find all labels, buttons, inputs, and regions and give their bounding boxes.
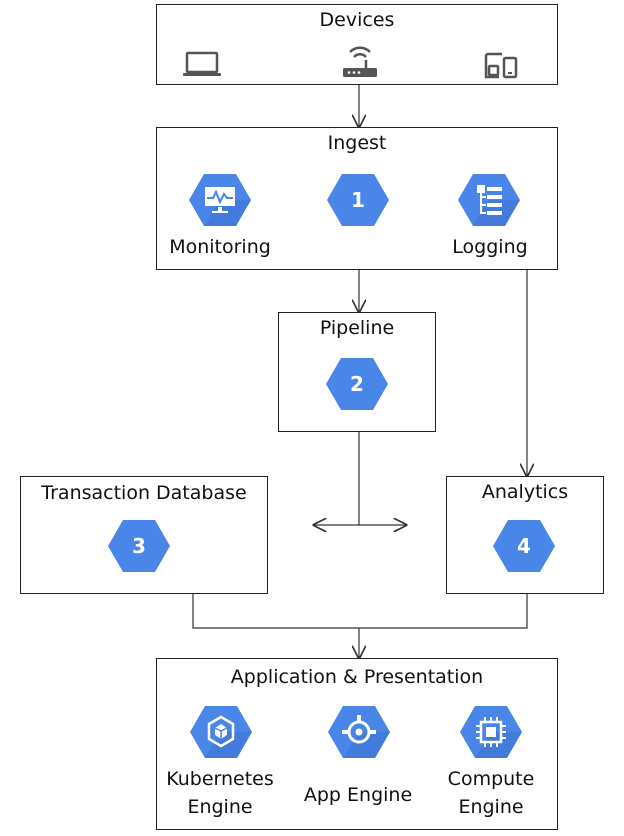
merge-line: [192, 594, 528, 629]
number-badge-4: 4: [493, 520, 555, 572]
monitoring-label: Monitoring: [169, 236, 271, 258]
analytics-title: Analytics: [481, 481, 569, 503]
laptop-icon: [183, 51, 221, 76]
kubernetes-icon: [190, 706, 252, 758]
number-badge-1: 1: [327, 174, 389, 226]
compute-engine-label-line1: Compute: [447, 768, 535, 790]
badge-3-text: 3: [132, 534, 146, 558]
badge-2-text: 2: [350, 372, 364, 396]
compute-engine-label-line2: Engine: [458, 796, 524, 818]
monitoring-icon: [189, 174, 251, 226]
transaction-db-title: Transaction Database: [41, 482, 247, 504]
badge-4-text: 4: [517, 534, 531, 558]
multi-device-icon: [484, 52, 518, 79]
logging-label: Logging: [452, 236, 528, 258]
number-badge-2: 2: [326, 358, 388, 410]
analytics-box: Analytics: [446, 476, 604, 594]
badge-1-text: 1: [351, 188, 365, 212]
app-presentation-title: Application & Presentation: [230, 666, 484, 688]
app-engine-label: App Engine: [303, 784, 413, 806]
app-engine-icon: [328, 706, 390, 758]
kubernetes-label-line1: Kubernetes: [166, 768, 274, 790]
devices-box: Devices: [156, 4, 558, 85]
pipeline-title: Pipeline: [319, 317, 395, 339]
number-badge-3: 3: [108, 520, 170, 572]
devices-title: Devices: [319, 9, 395, 31]
compute-engine-icon: [460, 706, 522, 758]
logging-icon: [458, 174, 520, 226]
ingest-title: Ingest: [327, 132, 387, 154]
kubernetes-label-line2: Engine: [187, 796, 253, 818]
wifi-router-icon: [343, 46, 377, 77]
